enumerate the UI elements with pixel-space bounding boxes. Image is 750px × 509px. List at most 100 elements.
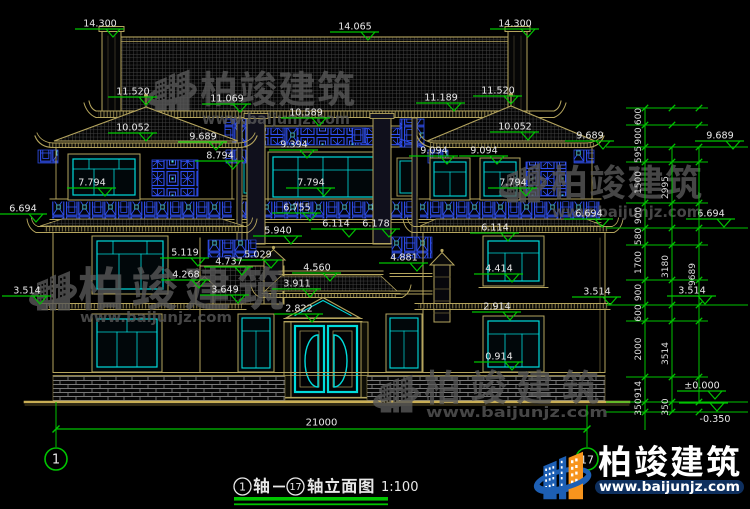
elevation-marker-3.649: 3.649 [200,285,249,304]
polyline [716,218,732,228]
chain-dim: 580 [634,228,644,245]
elevation-value: 3.514 [678,286,705,297]
elevation-value: 10.589 [289,108,323,119]
polyline [341,228,357,238]
rect [332,330,353,388]
line [668,373,676,381]
line [695,143,703,151]
chain-dim: 9689 [688,263,698,286]
elevation-value: 4.737 [215,257,242,268]
polyline [322,272,338,282]
rect [299,330,320,388]
path [428,251,456,266]
rect [98,111,532,118]
elevation-value: ±0.000 [684,381,720,392]
elevation-marker-6.694: 6.694 [0,204,47,223]
dimension-chain: 6009005951500900580170090060020009143502… [606,104,748,430]
elevation-value: 6.114 [481,223,508,234]
elevation-marker-11.520: 11.520 [473,86,522,105]
rect [290,321,362,399]
line [668,276,676,284]
polygon [426,105,596,142]
elevation-value: 6.694 [9,204,36,215]
watermark-url: www.baijunjz.com [202,110,350,128]
line [641,373,649,381]
elevation-value: 9.689 [576,131,603,142]
right-wing-tier3-band [414,303,611,310]
circle [233,477,252,496]
rect [207,239,257,258]
logo-url-bar [595,480,744,494]
rect [48,143,244,148]
elevation-marker-9.394: 9.394 [269,140,318,159]
building-elevation [23,26,631,406]
door-lens-right [333,334,348,388]
watermark-1: www.baijunjz.com [497,161,702,221]
left-wing-lattice-panel [151,159,199,197]
entrance-pediment [283,296,363,322]
elevation-marker-±0.000: ±0.000 [677,381,726,400]
polyline [707,390,723,400]
elevation-marker-3.514: 3.514 [2,286,51,305]
entrance-door [277,321,375,402]
rect [418,304,608,309]
brick-base-left [52,375,286,402]
polyline [311,117,327,127]
elevation-marker-6.755: 6.755 [272,203,321,222]
right-wing-tier2-eave [402,217,624,234]
watermark-url: www.baijunjz.com [80,310,232,326]
title-underline-thin [234,503,388,506]
chain-dim: 600 [634,108,644,125]
watermark-layer: www.baijunjz.com www.baijunjz.com www.baij… [27,69,702,421]
path [553,100,567,119]
door-lens-left [304,334,319,388]
polyline [489,155,505,165]
elevation-value: 3.514 [583,287,610,298]
line [641,317,649,325]
line [641,143,649,151]
chain-dim: 595 [634,146,644,163]
chain-dim: 350 [634,398,644,415]
title-scale: 1:100 [381,480,418,495]
line [695,276,703,284]
elevation-marker-10.052: 10.052 [490,122,539,141]
elevation-marker--0.350: -0.350 [679,402,730,425]
polyline [299,149,315,159]
polyline [316,187,332,197]
polyline [504,273,520,283]
line [695,317,703,325]
door-leaf-right [326,324,359,394]
rect [246,117,266,245]
elevation-marker-4.560: 4.560 [292,263,341,282]
axis-number: 1 [52,453,60,468]
polyline [105,28,121,38]
elevation-value: 6.114 [322,219,349,230]
entrance-flank-window-left [237,313,275,373]
rect [37,149,59,164]
elevation-value: 2.822 [285,304,312,315]
elevation-value: 7.794 [78,178,105,189]
elevation-marker-8.794: 8.794 [195,151,244,170]
rect [96,240,164,290]
path [34,135,258,149]
rect [282,127,298,144]
elevation-value: 3.649 [211,285,238,296]
elevation-marker-4.881: 4.881 [379,253,428,272]
line [695,199,703,207]
polyline [520,28,536,38]
line [641,121,649,129]
elevation-value: 2.914 [483,302,510,313]
elevation-marker-4.268: 4.268 [161,270,210,289]
rect [420,227,608,232]
watermark-url: www.baijunjz.com [426,405,608,421]
elevation-value: 11.520 [116,87,150,98]
line [641,408,649,416]
elevation-value: 11.069 [210,94,244,105]
line [695,373,703,381]
polyline [518,187,534,197]
path [26,217,39,234]
path [611,217,624,234]
elevation-value: 11.189 [424,93,458,104]
